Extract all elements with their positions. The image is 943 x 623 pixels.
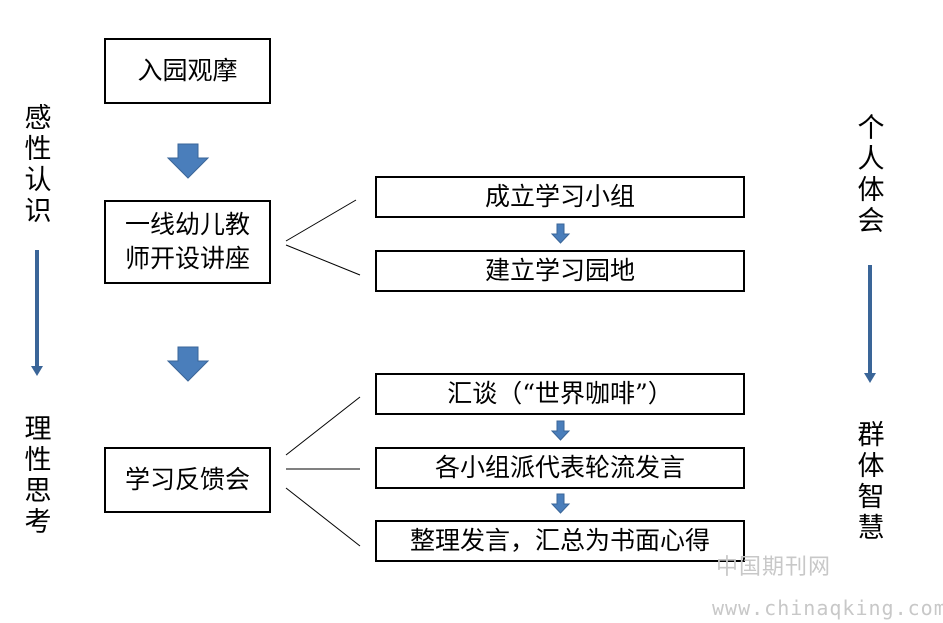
step-label-observe: 入园观摩	[137, 56, 238, 85]
small-arrow-down-1	[550, 223, 571, 244]
step-box-observe: 入园观摩	[104, 38, 271, 104]
step-label-lecture: 一线幼儿教师开设讲座	[124, 210, 250, 273]
branch-box-study-garden: 建立学习园地	[375, 250, 745, 292]
watermark-url: www.chinaqking.com	[712, 596, 943, 620]
watermark-cn: 中国期刊网	[716, 555, 832, 580]
branch-label-summary: 整理发言，汇总为书面心得	[409, 526, 710, 555]
step-label-feedback: 学习反馈会	[124, 465, 250, 494]
left-bottom-label: 理性思考	[24, 414, 52, 538]
branch-label-world-cafe: 汇谈（“世界咖啡”）	[447, 379, 673, 408]
step-box-lecture: 一线幼儿教师开设讲座	[104, 200, 271, 284]
right-bottom-label: 群体智慧	[857, 420, 885, 544]
branch-label-study-garden: 建立学习园地	[484, 256, 635, 285]
branch-box-group-speech: 各小组派代表轮流发言	[375, 447, 745, 489]
branch-box-study-group: 成立学习小组	[375, 176, 745, 218]
small-arrow-down-3	[550, 493, 571, 514]
block-arrow-down-1	[166, 143, 210, 179]
left-down-arrow	[31, 250, 43, 376]
block-arrow-down-2	[166, 346, 210, 382]
right-down-arrow	[864, 265, 876, 383]
right-top-label: 个人体会	[857, 113, 885, 237]
branch-line-a2	[285, 244, 361, 276]
branch-box-world-cafe: 汇谈（“世界咖啡”）	[375, 373, 745, 415]
branch-label-study-group: 成立学习小组	[484, 182, 635, 211]
branch-label-group-speech: 各小组派代表轮流发言	[434, 453, 685, 482]
small-arrow-down-2	[550, 420, 571, 441]
branch-line-a1	[285, 199, 357, 242]
step-box-feedback: 学习反馈会	[104, 447, 271, 513]
branch-line-b3	[285, 487, 361, 547]
branch-box-summary: 整理发言，汇总为书面心得	[375, 520, 745, 562]
branch-line-b1	[285, 396, 361, 456]
left-top-label: 感性认识	[24, 103, 52, 227]
